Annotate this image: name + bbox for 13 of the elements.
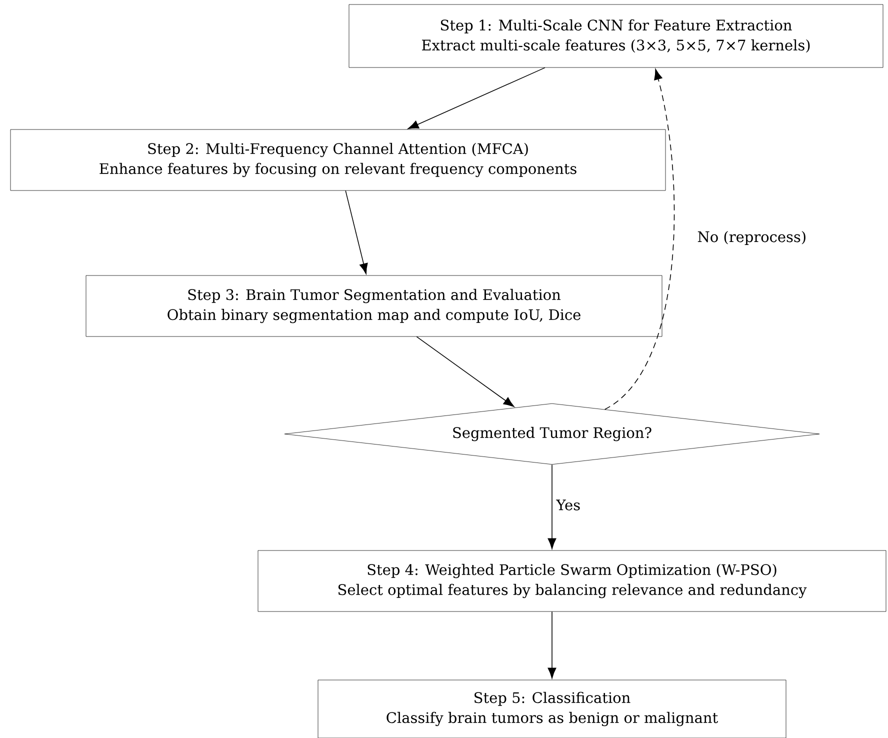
arrow: [408, 67, 546, 130]
process-box: Step 5: Classification Classify brain tumors as benign or malignant: [318, 680, 786, 738]
process-box: Step 1: Multi-Scale CNN for Feature Extraction Extract multi-scale features (3×3, 5×5, 7×7 kernels): [348, 4, 884, 68]
process-box: Step 2: Multi-Frequency Channel Attention (MFCA) Enhance features by focusing on relevant frequency components: [10, 129, 666, 191]
arrow: [416, 336, 514, 407]
arrow: [345, 190, 368, 274]
arrow: [548, 464, 556, 550]
edge-label: Yes: [555, 498, 582, 512]
arrow: [604, 68, 675, 410]
process-box: Step 4: Weighted Particle Swarm Optimization (W-PSO) Select optimal features by balancing relevance and redundancy: [258, 550, 886, 612]
edge-label: No (reprocess): [696, 230, 808, 246]
process-box: Step 3: Brain Tumor Segmentation and Evaluation Obtain binary segmentation map and compute IoU, Dice: [86, 275, 662, 337]
arrow: [548, 611, 556, 679]
